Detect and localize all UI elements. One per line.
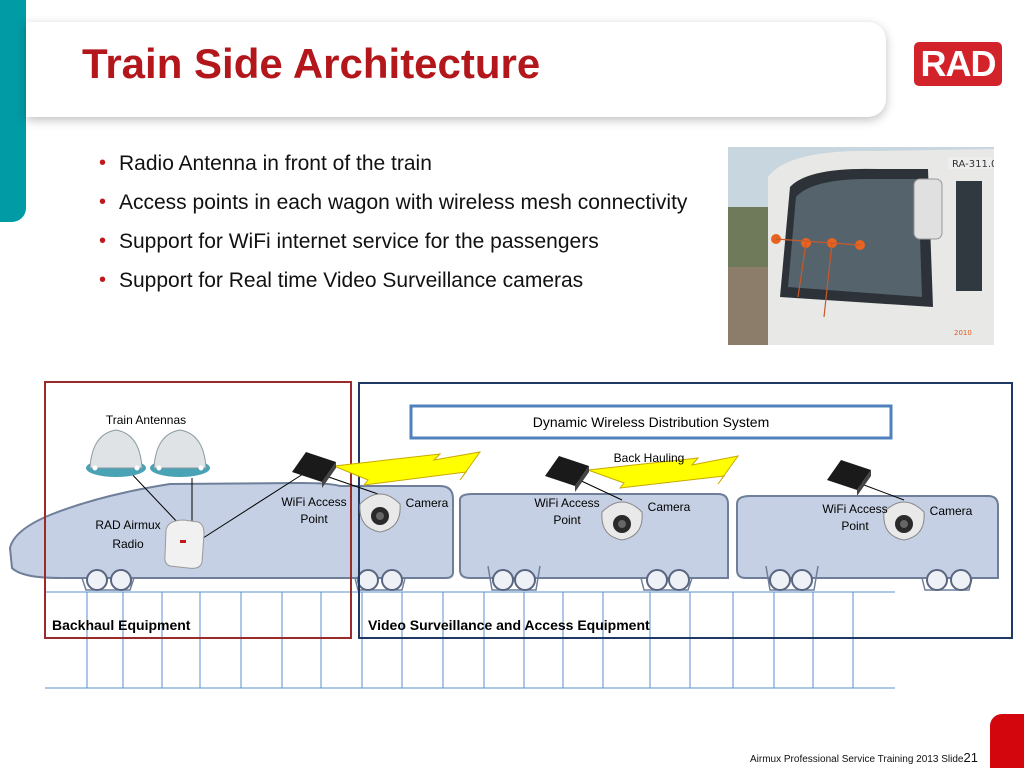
camera-label: Camera xyxy=(406,496,449,510)
camera-icon xyxy=(359,493,401,533)
footer-text: Airmux Professional Service Training 201… xyxy=(750,754,939,765)
wifi-label-line2: Point xyxy=(553,513,581,527)
photo-plate-text: RA-311.0 xyxy=(952,159,994,170)
backhaul-section-frame xyxy=(44,381,352,639)
lightning-bolt-icon xyxy=(333,451,482,486)
train-antenna-icon xyxy=(86,429,146,477)
lightning-bolt-icon xyxy=(587,455,740,489)
wifi-label-line2: Point xyxy=(300,512,328,526)
corner-accent-tab xyxy=(990,714,1024,768)
passenger-car-2 xyxy=(459,493,729,579)
airmux-label-line2: Radio xyxy=(112,537,144,551)
wifi-access-point-icon xyxy=(545,456,589,492)
bullet-item: •Radio Antenna in front of the train xyxy=(96,148,716,179)
camera-label: Camera xyxy=(930,504,973,518)
train-wheels xyxy=(86,569,972,591)
airmux-radio-icon xyxy=(164,519,205,569)
train-antenna-icon xyxy=(150,429,210,477)
photo-date-stamp: 2010 xyxy=(954,329,972,337)
airmux-label-line1: RAD Airmux xyxy=(95,518,160,532)
track-grid xyxy=(45,591,895,689)
footer: Airmux Professional Service Training 201… xyxy=(750,750,978,765)
dwds-box xyxy=(409,404,893,440)
bullet-dot-icon: • xyxy=(99,191,107,213)
passenger-car-3 xyxy=(736,495,999,579)
back-hauling-label: Back Hauling xyxy=(614,451,685,465)
wifi-access-point-icon xyxy=(827,460,871,496)
camera-icon xyxy=(601,501,643,541)
bullet-dot-icon: • xyxy=(99,152,107,174)
camera-label: Camera xyxy=(648,500,691,514)
bullet-dot-icon: • xyxy=(99,269,107,291)
rad-logo: RAD xyxy=(914,42,1002,86)
title-bar xyxy=(26,22,886,117)
dwds-label: Dynamic Wireless Distribution System xyxy=(533,414,770,430)
train-front-photo: RA-311.0 2010 xyxy=(728,147,994,345)
wifi-label-line1: WiFi Access xyxy=(822,502,887,516)
train-antennas-label: Train Antennas xyxy=(106,413,186,427)
teal-accent-tab xyxy=(0,0,26,222)
bullet-dot-icon: • xyxy=(99,230,107,252)
bullet-item: •Support for WiFi internet service for t… xyxy=(96,226,716,257)
bullet-item: •Access points in each wagon with wirele… xyxy=(96,187,716,218)
wifi-label-line1: WiFi Access xyxy=(534,496,599,510)
locomotive-car xyxy=(8,481,454,579)
slide-number: 21 xyxy=(963,750,978,765)
wifi-access-point-icon xyxy=(292,452,336,488)
bullet-list: •Radio Antenna in front of the train •Ac… xyxy=(96,148,716,304)
camera-icon xyxy=(883,501,925,541)
video-section-frame xyxy=(358,382,1013,639)
slide-title: Train Side Architecture xyxy=(82,40,541,87)
bullet-item: •Support for Real time Video Surveillanc… xyxy=(96,265,716,296)
video-surveillance-label: Video Surveillance and Access Equipment xyxy=(368,617,650,633)
wifi-label-line2: Point xyxy=(841,519,869,533)
backhaul-equipment-label: Backhaul Equipment xyxy=(52,617,191,633)
wifi-label-line1: WiFi Access xyxy=(281,495,346,509)
slide-label: Slide xyxy=(941,754,964,765)
